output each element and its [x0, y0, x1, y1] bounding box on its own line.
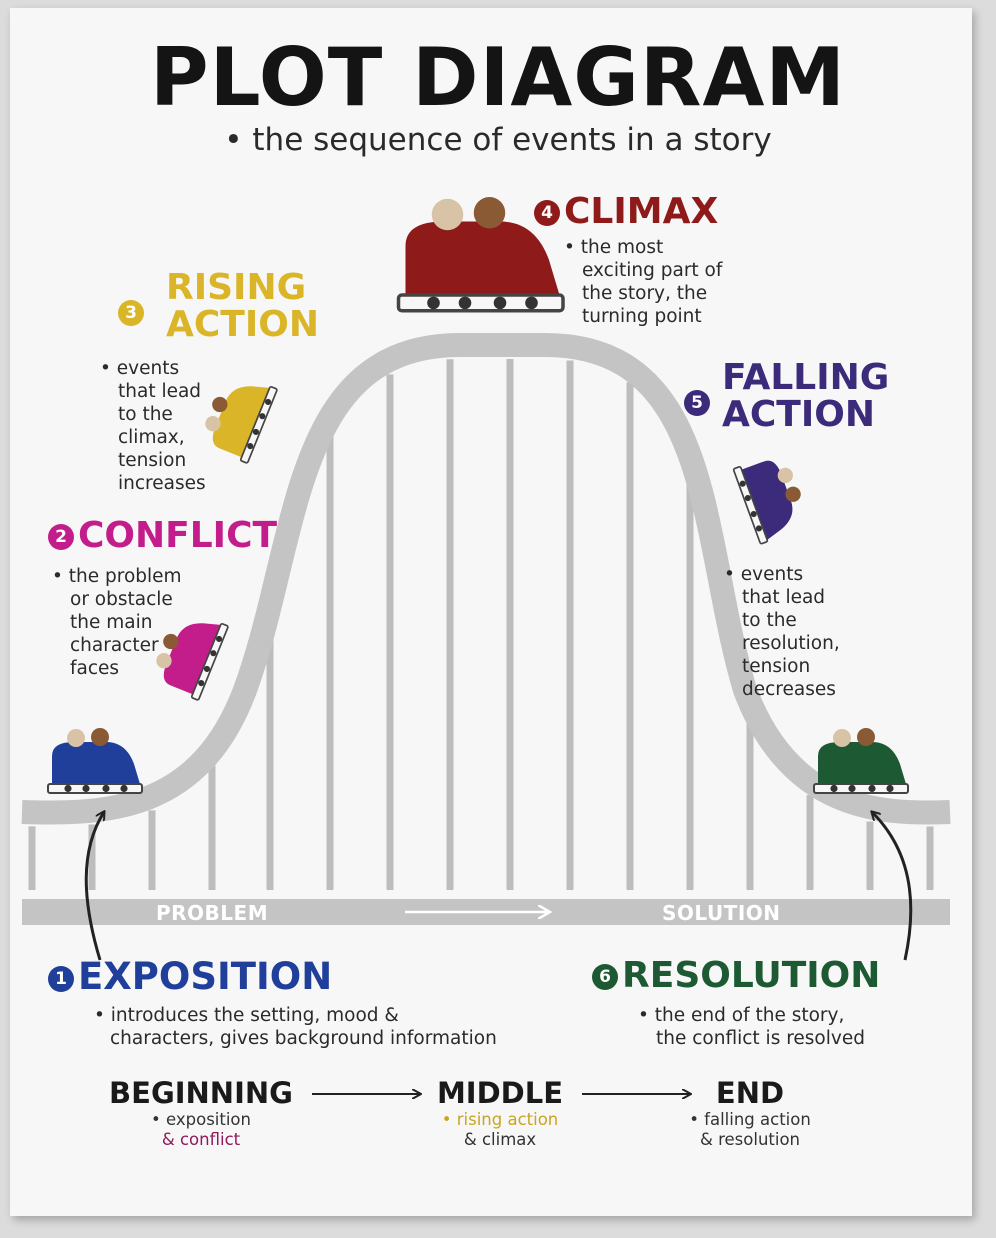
middle-line: & climax	[463, 1130, 537, 1149]
rising-action-line: increases	[118, 473, 206, 494]
falling-action-heading: FALLING ACTION	[722, 357, 890, 435]
climax-line: • the most	[564, 237, 664, 258]
falling-action-line: tension	[742, 656, 811, 677]
coaster-car-green	[813, 727, 909, 794]
sequence-middle: MIDDLE • rising action & climax	[420, 1076, 580, 1150]
conflict-title: CONFLICT	[78, 515, 278, 556]
solution-label: SOLUTION	[662, 901, 781, 925]
stage-number-badge: 6	[592, 964, 618, 990]
resolution-title: RESOLUTION	[622, 955, 881, 996]
climax-line: exciting part of	[582, 260, 723, 281]
conflict-line: • the problem	[52, 566, 182, 587]
resolution-description: • the end of the story, the conflict is …	[638, 1004, 865, 1050]
conflict-description: • the problem or obstacle the main chara…	[52, 565, 182, 680]
coaster-car-purple	[732, 449, 814, 545]
stage-number-badge: 3	[118, 300, 144, 326]
climax-line: the story, the	[582, 283, 708, 304]
rising-action-heading: RISING ACTION	[166, 267, 319, 345]
falling-action-line: • events	[724, 564, 804, 585]
exposition-line: characters, gives background information	[110, 1028, 497, 1049]
end-line: & resolution	[699, 1130, 801, 1149]
rising-action-title: ACTION	[166, 303, 319, 345]
beginning-word: BEGINNING	[109, 1076, 293, 1110]
falling-action-title: FALLING	[722, 357, 890, 398]
rising-action-line: tension	[118, 450, 187, 471]
coaster-car-blue	[47, 727, 143, 794]
resolution-line: • the end of the story,	[638, 1005, 845, 1026]
falling-action-line: to the	[742, 610, 797, 631]
stage-number-badge: 1	[48, 965, 74, 992]
coaster-track	[21, 333, 951, 825]
climax-description: • the most exciting part of the story, t…	[564, 236, 722, 328]
curved-arrow-icon	[84, 812, 104, 961]
resolution-line: the conflict is resolved	[656, 1028, 865, 1049]
exposition-line: • introduces the setting, mood &	[94, 1005, 399, 1026]
conflict-line: the main	[70, 612, 153, 633]
rising-action-description: • events that lead to the climax, tensio…	[100, 357, 206, 495]
coaster-car-yellow	[195, 367, 279, 465]
rising-action-line: to the	[118, 404, 173, 425]
sequence-end: END • falling action & resolution	[670, 1076, 830, 1150]
page-title: PLOT DIAGRAM	[149, 31, 847, 124]
rising-action-line: climax,	[118, 427, 185, 448]
track-supports	[28, 359, 934, 890]
conflict-line: or obstacle	[70, 589, 173, 610]
stage-number-badge: 5	[684, 390, 710, 416]
exposition-title: EXPOSITION	[78, 955, 333, 998]
falling-action-line: resolution,	[742, 633, 840, 654]
stage-number-badge: 2	[48, 524, 74, 550]
middle-word: MIDDLE	[436, 1076, 564, 1110]
middle-line: • rising action	[441, 1110, 559, 1129]
climax-title: CLIMAX	[564, 191, 719, 232]
exposition-description: • introduces the setting, mood & charact…	[94, 1004, 497, 1050]
rising-action-line: • events	[100, 358, 180, 379]
beginning-line: • exposition	[151, 1110, 251, 1129]
falling-action-line: decreases	[742, 679, 836, 700]
falling-action-title: ACTION	[722, 393, 875, 435]
curved-arrow-icon	[872, 812, 913, 961]
climax-line: turning point	[582, 306, 702, 327]
stage-number-badge: 4	[534, 200, 560, 226]
end-line: • falling action	[689, 1110, 811, 1129]
sequence-beginning: BEGINNING • exposition & conflict	[96, 1076, 306, 1150]
problem-label: PROBLEM	[156, 901, 269, 925]
conflict-line: character	[70, 635, 159, 656]
page-subtitle: • the sequence of events in a story	[224, 122, 772, 158]
falling-action-line: that lead	[742, 587, 826, 608]
conflict-line: faces	[70, 658, 120, 679]
rising-action-line: that lead	[118, 381, 202, 402]
beginning-line: & conflict	[161, 1130, 241, 1149]
end-word: END	[715, 1076, 785, 1110]
falling-action-description: • events that lead to the resolution, te…	[724, 563, 840, 701]
rising-action-title: RISING	[166, 267, 307, 308]
